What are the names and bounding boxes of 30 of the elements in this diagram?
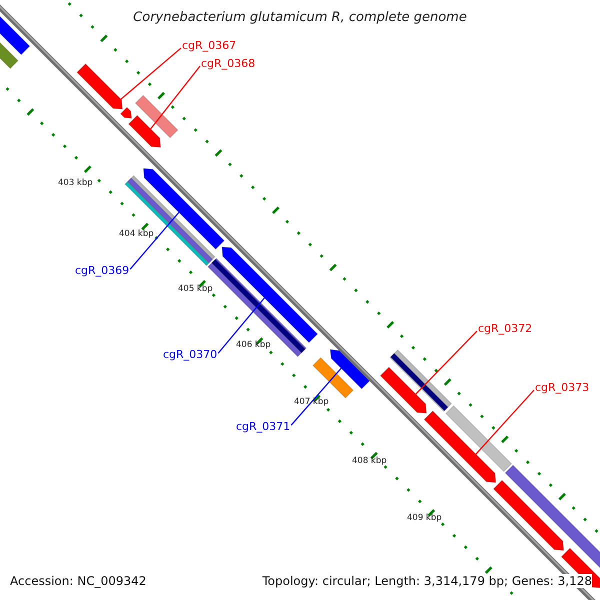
leader-line [475, 390, 534, 455]
tick-label: 407 kbp [294, 397, 329, 407]
leader-line [415, 330, 478, 394]
leader-line [120, 48, 182, 100]
tick-label: 406 kbp [236, 340, 271, 350]
map-title: Corynebacterium glutamicum R, complete genome [132, 10, 468, 25]
gene-label: cgR_0368 [201, 57, 256, 70]
gene-block [424, 410, 496, 483]
footer-text: Accession: NC_009342 [10, 574, 146, 588]
tick-label: 405 kbp [178, 284, 213, 294]
leader-line [218, 298, 265, 354]
gene-block [76, 63, 123, 110]
gene-label: cgR_0371 [236, 420, 290, 433]
gene-label: cgR_0373 [535, 381, 590, 394]
tick-label: 404 kbp [119, 229, 154, 239]
gene-block [128, 114, 161, 148]
gene-label: cgR_0370 [163, 348, 218, 361]
leader-line [290, 368, 342, 426]
gene-block [493, 480, 564, 551]
tick-label: 409 kbp [407, 513, 442, 523]
tick-label: 403 kbp [58, 178, 93, 188]
footer-text: Topology: circular; Length: 3,314,179 bp; Genes: 3,128 [262, 574, 592, 588]
leader-line [130, 212, 180, 270]
gene-block [380, 366, 427, 414]
tick-label: 408 kbp [352, 456, 387, 466]
gene-block [330, 349, 370, 390]
leader-line [150, 66, 200, 130]
gene-label: cgR_0369 [75, 264, 130, 277]
gene-label: cgR_0372 [478, 322, 532, 335]
gene-label: cgR_0367 [182, 39, 236, 52]
